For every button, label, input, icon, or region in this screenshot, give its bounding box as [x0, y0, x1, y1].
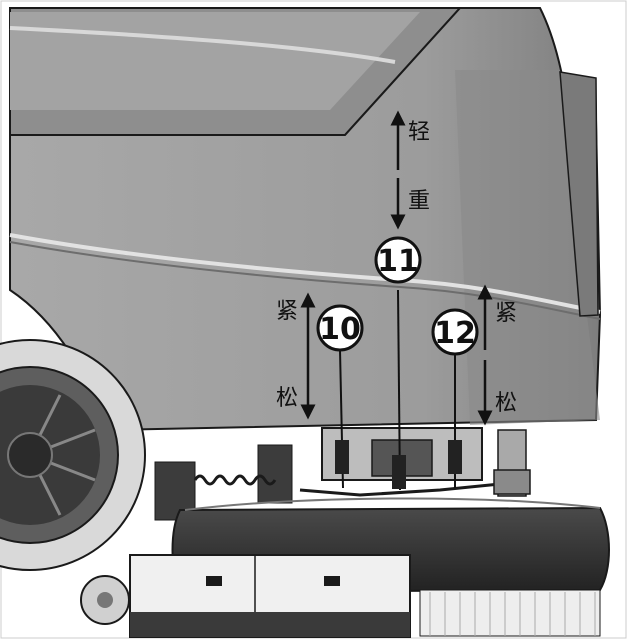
brush-bristles: [419, 589, 601, 637]
lid-highlight: [10, 12, 420, 110]
label-tight-left: 紧: [276, 299, 298, 324]
rear-cover: [559, 71, 599, 317]
screw-10-head: [335, 440, 349, 474]
body-crease-line: [9, 233, 601, 314]
callout-10-number: 10: [319, 312, 361, 347]
callout-11: 11: [374, 236, 422, 284]
right-pipe: [493, 429, 531, 497]
lid-edge: [9, 26, 396, 64]
label-heavy: 重: [408, 189, 430, 214]
rear-wheel: [0, 339, 146, 571]
brush-deck-top: [184, 497, 601, 511]
screw-12-head: [448, 440, 462, 474]
callout-11-number: 11: [377, 244, 419, 279]
label-loose-left: 松: [276, 386, 298, 411]
body-crease-shadow: [9, 241, 601, 320]
bristle-lines: [429, 592, 596, 636]
housing-slot-right: [324, 576, 340, 586]
housing-bottom: [130, 612, 410, 637]
caster-wheel: [80, 575, 130, 625]
label-light: 轻: [408, 120, 430, 145]
callout-12-number: 12: [434, 316, 476, 351]
body-side-panel: [455, 70, 600, 425]
screw-11-head: [392, 455, 406, 489]
label-tight-right: 紧: [495, 301, 517, 326]
callout-12: 12: [431, 308, 479, 356]
callout-10: 10: [316, 304, 364, 352]
housing-slot-left: [206, 576, 222, 586]
label-loose-right: 松: [495, 391, 517, 416]
